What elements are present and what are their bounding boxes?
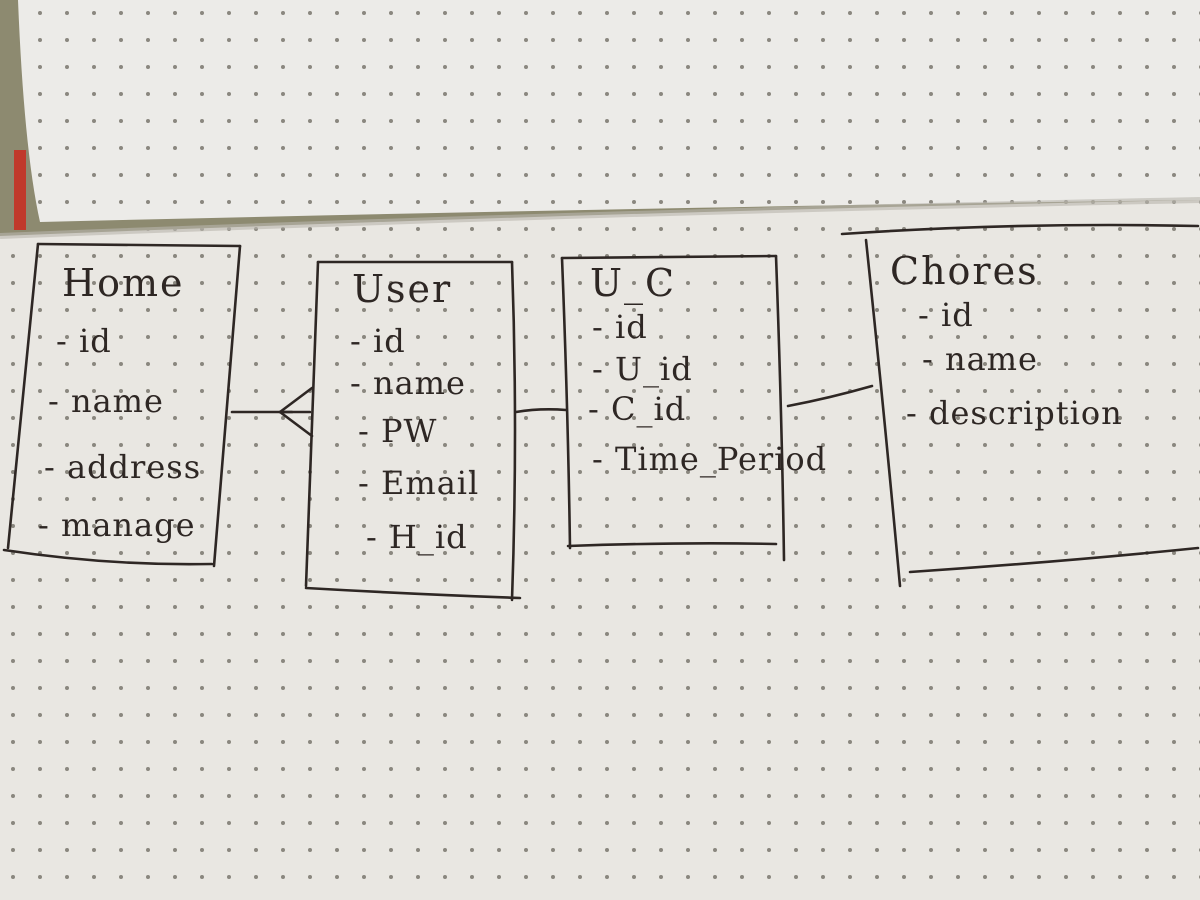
entity-user-attribute-2: - name [350, 364, 466, 402]
entity-user-attribute-1: - id [350, 322, 406, 360]
entity-home-top-edge [36, 242, 242, 248]
entity-user-bottom-edge [304, 586, 522, 600]
entity-chores: Chores - id - name - description [840, 223, 1200, 588]
entity-u-c-attribute-4: - Time_Period [592, 440, 827, 478]
entity-u-c-title: U_C [590, 261, 676, 306]
entity-home-attribute-4: - manage [38, 506, 196, 544]
entity-chores-bottom-edge [908, 546, 1200, 574]
cover-edge [14, 150, 26, 230]
entity-home-attribute-1: - id [56, 322, 112, 360]
entity-user-title: User [352, 267, 452, 311]
entity-u-c-attribute-2: - U_id [592, 350, 693, 388]
entity-chores-left-edge [864, 238, 902, 588]
upper-page-dot-grid [18, 0, 1200, 222]
entity-home-right-edge [212, 244, 242, 568]
crowfoot-upper-prong [278, 386, 314, 414]
page-fold-shadow [0, 197, 1200, 239]
entity-u-c-right-edge [774, 254, 786, 562]
entity-u-c: U_C - id - U_id - C_id - Time_Period [560, 254, 827, 562]
entity-chores-attribute-3: - description [906, 394, 1123, 432]
entity-u-c-left-edge [560, 256, 572, 550]
relationship-user-u-c [514, 408, 568, 414]
entity-home: Home - id - name - address - manage [2, 242, 242, 568]
entity-user-left-edge [304, 260, 320, 588]
entity-user: User - id - name - PW - Email - H_id [304, 260, 522, 602]
entity-chores-title: Chores [890, 249, 1039, 293]
entity-u-c-bottom-edge [566, 542, 778, 548]
entity-u-c-attribute-3: - C_id [588, 390, 686, 428]
entity-home-attribute-2: - name [48, 382, 164, 420]
relationship-home-user [230, 386, 314, 438]
entity-chores-top-edge [840, 223, 1200, 236]
entity-home-attribute-3: - address [44, 448, 201, 486]
entity-home-title: Home [62, 261, 185, 305]
entity-chores-attribute-2: - name [922, 340, 1038, 378]
entity-home-left-edge [6, 242, 40, 550]
relationship-user-u-c-line [514, 408, 568, 414]
relationship-u-c-chores [786, 384, 874, 408]
entity-user-attribute-4: - Email [358, 464, 479, 502]
entity-user-attribute-3: - PW [358, 412, 437, 450]
entity-u-c-attribute-1: - id [592, 308, 648, 346]
entity-user-attribute-5: - H_id [366, 518, 468, 556]
entity-chores-attribute-1: - id [918, 296, 974, 334]
lower-page-dot-grid [0, 200, 1200, 900]
crowfoot-lower-prong [278, 410, 314, 438]
relationship-u-c-chores-line [786, 384, 874, 408]
entity-u-c-top-edge [560, 254, 778, 260]
entity-home-bottom-edge [2, 548, 214, 566]
entity-user-right-edge [510, 260, 517, 602]
